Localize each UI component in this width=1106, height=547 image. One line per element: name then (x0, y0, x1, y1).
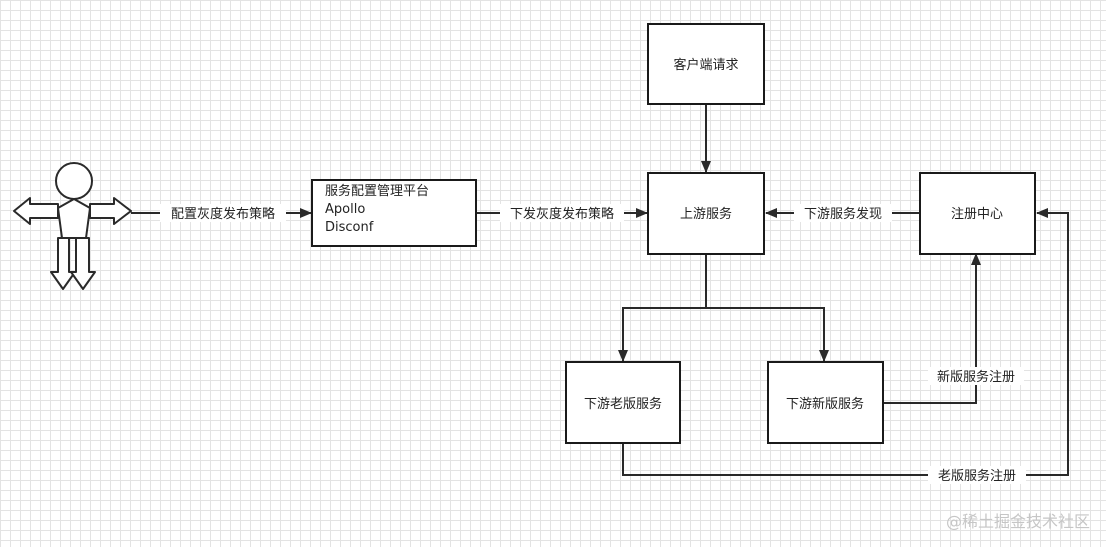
edge-label-service-discovery: 下游服务发现 (804, 206, 882, 222)
node-new-service: 下游新版服务 (767, 361, 884, 444)
node-upstream: 上游服务 (647, 172, 765, 255)
node-old-service: 下游老版服务 (565, 361, 681, 444)
edge-old-register (622, 208, 1069, 476)
node-platform-apollo: Apollo (325, 202, 365, 217)
node-platform-disconf: Disconf (325, 220, 374, 235)
node-platform: 服务配置管理平台 Apollo Disconf (311, 179, 477, 247)
edge-label-new-register: 新版服务注册 (937, 369, 1015, 385)
node-upstream-label: 上游服务 (680, 206, 732, 222)
watermark-text: @稀土掘金技术社区 (946, 512, 1090, 531)
edge-upstream-to-new (706, 307, 829, 362)
node-client-label: 客户端请求 (673, 57, 738, 73)
edge-label-config-strategy: 配置灰度发布策略 (171, 206, 275, 222)
node-platform-title: 服务配置管理平台 (325, 183, 429, 199)
edge-new-register (883, 253, 981, 404)
edge-upstream-to-old (618, 254, 707, 362)
edge-label-old-register: 老版服务注册 (938, 468, 1016, 484)
node-old-service-label: 下游老版服务 (584, 396, 662, 412)
node-new-service-label: 下游新版服务 (786, 396, 864, 412)
edge-label-push-strategy: 下发灰度发布策略 (510, 206, 614, 222)
node-client: 客户端请求 (647, 23, 765, 105)
node-registry-label: 注册中心 (951, 207, 1003, 222)
actor-figure-icon (13, 162, 132, 290)
node-registry: 注册中心 (919, 172, 1036, 255)
